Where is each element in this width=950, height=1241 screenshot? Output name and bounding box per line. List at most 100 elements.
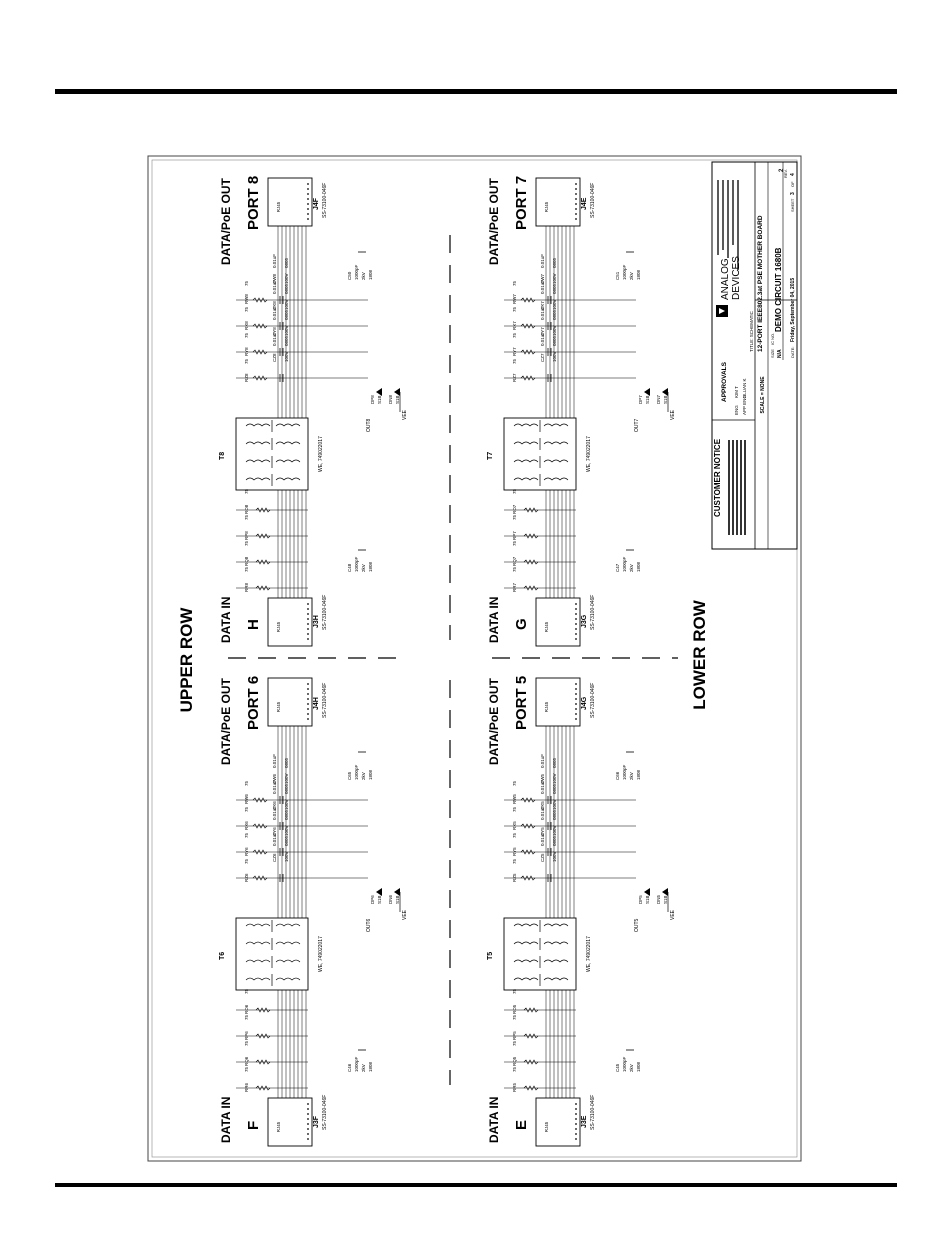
hv-cap-size-top: 1808	[368, 269, 373, 280]
input-connector-part: SS-73100-046F	[590, 1095, 596, 1130]
input-connector-ref: J3H	[313, 615, 320, 628]
hv-cap-value-top: 1000pF	[354, 264, 359, 280]
rj45-pin	[575, 208, 577, 210]
rj45-pin	[575, 1133, 577, 1135]
transformer-winding	[245, 959, 271, 963]
rj45-pin	[307, 198, 309, 200]
termination-cap-ref: CW6	[272, 774, 277, 784]
title-block: CUSTOMER NOTICE APPROVALS ENG KIM T APP …	[711, 161, 798, 550]
termination-cap-value: 0.01uF	[272, 332, 277, 346]
termination-cap-size: 0805	[284, 809, 289, 820]
data-in-label: DATA IN	[219, 1097, 233, 1143]
termination-resistor-ref: RZ5	[512, 873, 517, 882]
rj45-pin	[307, 633, 309, 635]
termination-cap-value: 0.01uF	[272, 806, 277, 820]
termination-resistor-ref: RY5	[512, 847, 517, 856]
transformer-winding	[513, 459, 539, 463]
rj45-pin	[575, 623, 577, 625]
termination-cap-size: 0805	[284, 335, 289, 346]
ic-no-label: IC NO.	[770, 333, 775, 345]
customer-notice-body	[728, 440, 746, 535]
rj45-pin	[307, 188, 309, 190]
poe-diode-part-b: S1B	[395, 895, 400, 904]
input-rj45-label: RJ45	[544, 621, 549, 632]
rj45-pin	[307, 1113, 309, 1115]
vee-label: VEE	[670, 909, 676, 920]
termination-cap-voltage: 100V	[284, 851, 289, 862]
input-resistor-ref: RQ5	[512, 1056, 517, 1066]
poe-diode-symbol	[662, 388, 668, 396]
sheet-total: 4	[790, 173, 796, 176]
hv-cap-size-bottom: 1808	[636, 1061, 641, 1072]
termination-cap-ref: CW7	[540, 274, 545, 284]
lower-row-label: LOWER ROW	[690, 599, 709, 709]
transformer-winding	[275, 923, 301, 927]
rj45-pin	[307, 1128, 309, 1130]
sheet-border	[147, 155, 802, 1162]
input-resistor-ref: RR5	[512, 1083, 517, 1092]
hv-cap-size-bottom: 1808	[368, 1061, 373, 1072]
rj45-pin	[575, 628, 577, 630]
termination-cap-size: 0805	[552, 335, 557, 346]
hv-cap-value-top: 1000pF	[622, 764, 627, 780]
hv-cap-ref-top: C51	[615, 271, 620, 280]
termination-cap-size: 0805	[284, 783, 289, 794]
hv-cap-size-top: 1808	[368, 769, 373, 780]
input-resistor-value: 75	[512, 488, 517, 494]
rj45-pin	[575, 1128, 577, 1130]
transformer-winding	[543, 977, 569, 981]
termination-resistor	[520, 375, 536, 381]
transformer-winding	[543, 941, 569, 945]
transformer-winding	[245, 441, 271, 445]
termination-resistor-ref: RW8	[244, 294, 249, 304]
input-rj45-label: RJ45	[276, 621, 281, 632]
input-resistor	[523, 1033, 539, 1039]
rj45-pin	[307, 608, 309, 610]
hv-cap-value-bottom: 1000pF	[622, 1056, 627, 1072]
eng-value: KIM T	[734, 386, 739, 398]
termination-cap-ref: CZ6	[272, 853, 277, 862]
termination-cap-value: 0.01uF	[272, 780, 277, 794]
rj45-body	[267, 177, 313, 227]
transformer-winding	[543, 923, 569, 927]
rj45-pin	[575, 203, 577, 205]
termination-cap-value: 0.01uF	[540, 280, 545, 294]
hv-cap-value-top: 1000pF	[622, 264, 627, 280]
out-net-label: OUT8	[366, 418, 372, 432]
transformer-body	[503, 917, 577, 991]
termination-resistor-value: 75	[512, 858, 517, 864]
rj45-pin	[307, 713, 309, 715]
poe-diode-symbol	[376, 888, 382, 896]
rj45-pin	[307, 1118, 309, 1120]
vee-label: VEE	[402, 909, 408, 920]
data-in-channel-label: H	[245, 619, 262, 630]
hv-cap-ref-bottom: C47	[615, 563, 620, 572]
termination-resistor	[252, 875, 268, 881]
input-resistor-value: 75	[512, 1014, 517, 1020]
termination-cap-size: 0805	[284, 835, 289, 846]
rj45-pin	[307, 628, 309, 630]
termination-resistor-ref: RY8	[244, 347, 249, 356]
termination-resistor-value: 75	[244, 806, 249, 812]
input-resistor-value: 75	[244, 566, 249, 572]
poe-diode-part-b: S1B	[395, 395, 400, 404]
input-rj45-connector: RJ45	[267, 1097, 313, 1147]
termination-cap-voltage: 100V	[552, 773, 557, 784]
transformer-winding	[513, 477, 539, 481]
transformer-winding	[245, 977, 271, 981]
rj45-pin	[575, 683, 577, 685]
rj45-pin	[575, 608, 577, 610]
input-resistor	[523, 1085, 539, 1091]
rj45-pin	[575, 633, 577, 635]
board-title: 12-PORT IEEE802.3at PSE MOTHER BOARD	[757, 215, 764, 352]
input-resistor-ref: RQ8	[244, 556, 249, 566]
rj45-pin	[575, 618, 577, 620]
input-resistor-value: 75	[244, 488, 249, 494]
transformer-winding	[543, 477, 569, 481]
termination-cap-value: 0.01uF	[272, 754, 277, 768]
termination-cap-value: 0.01uF	[540, 780, 545, 794]
hv-cap-ref-top: C50	[347, 271, 352, 280]
data-in-label: DATA IN	[487, 597, 501, 643]
port-number-label: PORT 6	[245, 676, 262, 730]
termination-resistor-value: 75	[512, 358, 517, 364]
